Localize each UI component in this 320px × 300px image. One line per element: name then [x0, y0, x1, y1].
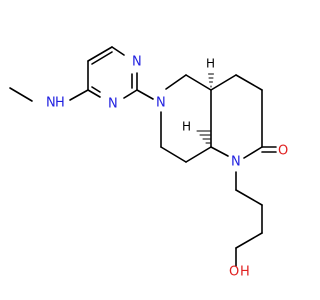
bond-c6-n1 [111, 46, 125, 56]
bond-c2-n6 [136, 89, 154, 100]
bond-n3-c4 [87, 89, 101, 98]
bond-c8a-c8 [185, 146, 212, 163]
stereo-hash-h8a [196, 130, 211, 144]
structure-diagram: N H N N N N O O H H H [9, 46, 288, 280]
bond-c4a-c4 [210, 74, 237, 91]
bond-c4-c3 [235, 74, 263, 91]
bond-c8-c7 [160, 146, 187, 163]
bond-chain1-chain2 [235, 189, 263, 206]
bond-c2-n3 [123, 89, 138, 99]
stereo-label-h4a: H [206, 57, 215, 71]
bond-n6-c5 [165, 74, 187, 90]
atom-label-pyrimidine-n-bottom: N [108, 97, 118, 112]
bond-c5-c6-double [91, 51, 113, 65]
atom-label-n6: N [156, 96, 166, 111]
bond-c5-c6 [87, 46, 113, 62]
atom-label-pyrimidine-n-top: N [132, 55, 142, 70]
bond-chain3-chain4 [235, 232, 263, 249]
stereo-hash-h4a [208, 73, 214, 88]
atom-label-hydroxyl-o: O [229, 265, 239, 280]
bond-n1-c8a [210, 146, 229, 157]
atom-label-carbonyl-o: O [278, 144, 288, 159]
bond-n3-c4-double [91, 86, 101, 93]
atom-label-nh-h: H [55, 96, 65, 111]
atom-label-n1: N [231, 155, 241, 170]
bond-c2-n1-lactam [243, 146, 263, 159]
atom-label-nh: N [46, 96, 56, 111]
atom-label-hydroxyl-h: H [240, 265, 250, 280]
stereo-label-h8a: H [182, 120, 191, 134]
bond-nh-c4 [69, 89, 89, 101]
molecule-canvas: N H N N N N O O H H H [9, 46, 289, 280]
bond-c5-c4a [185, 74, 212, 91]
bond-methyl-nh [9, 87, 33, 102]
